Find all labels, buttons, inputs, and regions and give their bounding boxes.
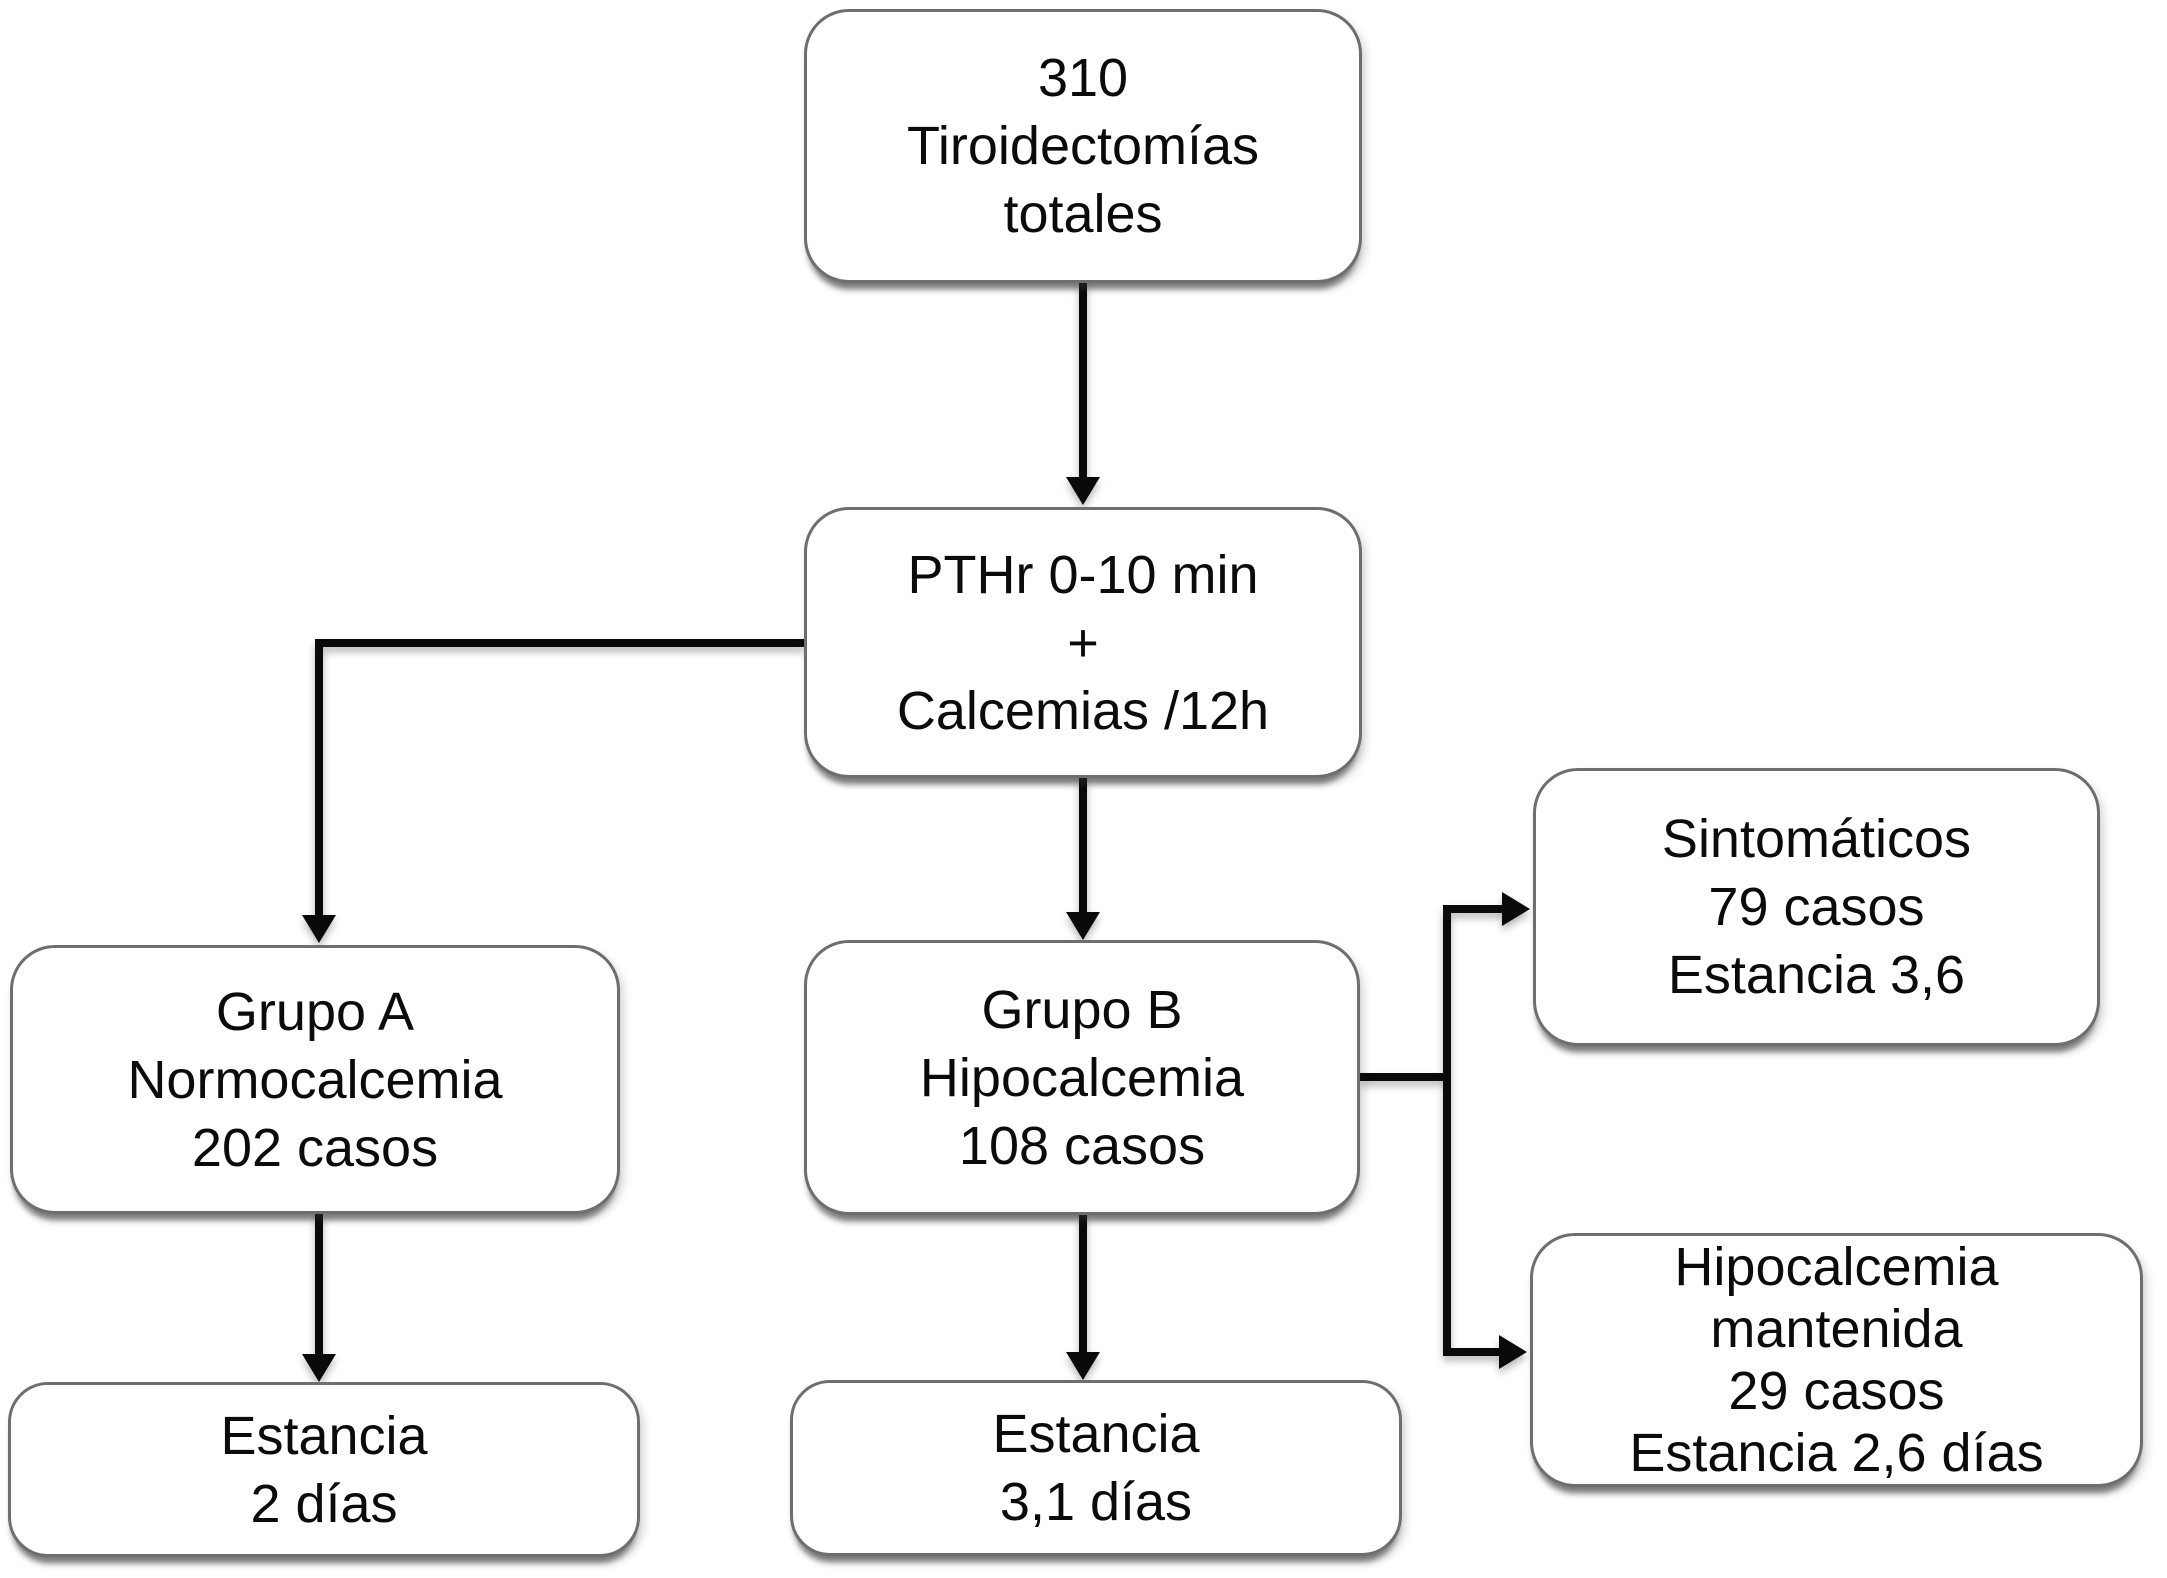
edge-grupo-b-to-hipocalcemia-mantenida bbox=[1443, 1077, 1508, 1356]
node-grupo-a-normocalcemia-label: Grupo A Normocalcemia 202 casos bbox=[127, 981, 503, 1178]
arrowhead-grupo-b-to-sintomaticos bbox=[1502, 892, 1530, 926]
node-estancia-grupo-a-label: Estancia 2 días bbox=[220, 1405, 428, 1534]
node-total-thyroidectomies-label: 310 Tiroidectomías totales bbox=[906, 48, 1260, 244]
node-pthr-calcemias-label: PTHr 0-10 min + Calcemias /12h bbox=[896, 544, 1270, 741]
node-sintomaticos-label: Sintomáticos 79 casos Estancia 3,6 bbox=[1661, 809, 1972, 1005]
arrowhead-grupo-b-to-hipocalcemia-mantenida bbox=[1499, 1335, 1527, 1369]
node-grupo-a-normocalcemia: Grupo A Normocalcemia 202 casos bbox=[10, 945, 620, 1214]
node-hipocalcemia-mantenida-label: Hipocalcemia mantenida 29 casos Estancia… bbox=[1629, 1237, 2044, 1483]
node-estancia-grupo-b-label: Estancia 3,1 días bbox=[992, 1404, 1200, 1532]
node-total-thyroidectomies: 310 Tiroidectomías totales bbox=[804, 9, 1362, 283]
arrowhead-pthr-to-grupo-b bbox=[1066, 912, 1100, 940]
node-estancia-grupo-b: Estancia 3,1 días bbox=[790, 1380, 1402, 1556]
edge-pthr-to-grupo-a bbox=[315, 639, 805, 924]
arrowhead-pthr-to-grupo-a bbox=[302, 915, 336, 943]
arrowhead-grupo-a-to-estancia-a bbox=[302, 1354, 336, 1382]
node-pthr-calcemias: PTHr 0-10 min + Calcemias /12h bbox=[804, 507, 1362, 778]
node-sintomaticos: Sintomáticos 79 casos Estancia 3,6 bbox=[1533, 768, 2100, 1046]
arrowhead-grupo-b-to-estancia-b bbox=[1066, 1352, 1100, 1380]
node-grupo-b-hipocalcemia-label: Grupo B Hipocalcemia 108 casos bbox=[919, 979, 1245, 1176]
edge-grupo-b-to-sintomaticos bbox=[1360, 905, 1511, 1081]
node-grupo-b-hipocalcemia: Grupo B Hipocalcemia 108 casos bbox=[804, 940, 1360, 1215]
arrowhead-total-to-pthr bbox=[1066, 477, 1100, 505]
node-hipocalcemia-mantenida: Hipocalcemia mantenida 29 casos Estancia… bbox=[1530, 1233, 2143, 1487]
node-estancia-grupo-a: Estancia 2 días bbox=[8, 1382, 640, 1557]
